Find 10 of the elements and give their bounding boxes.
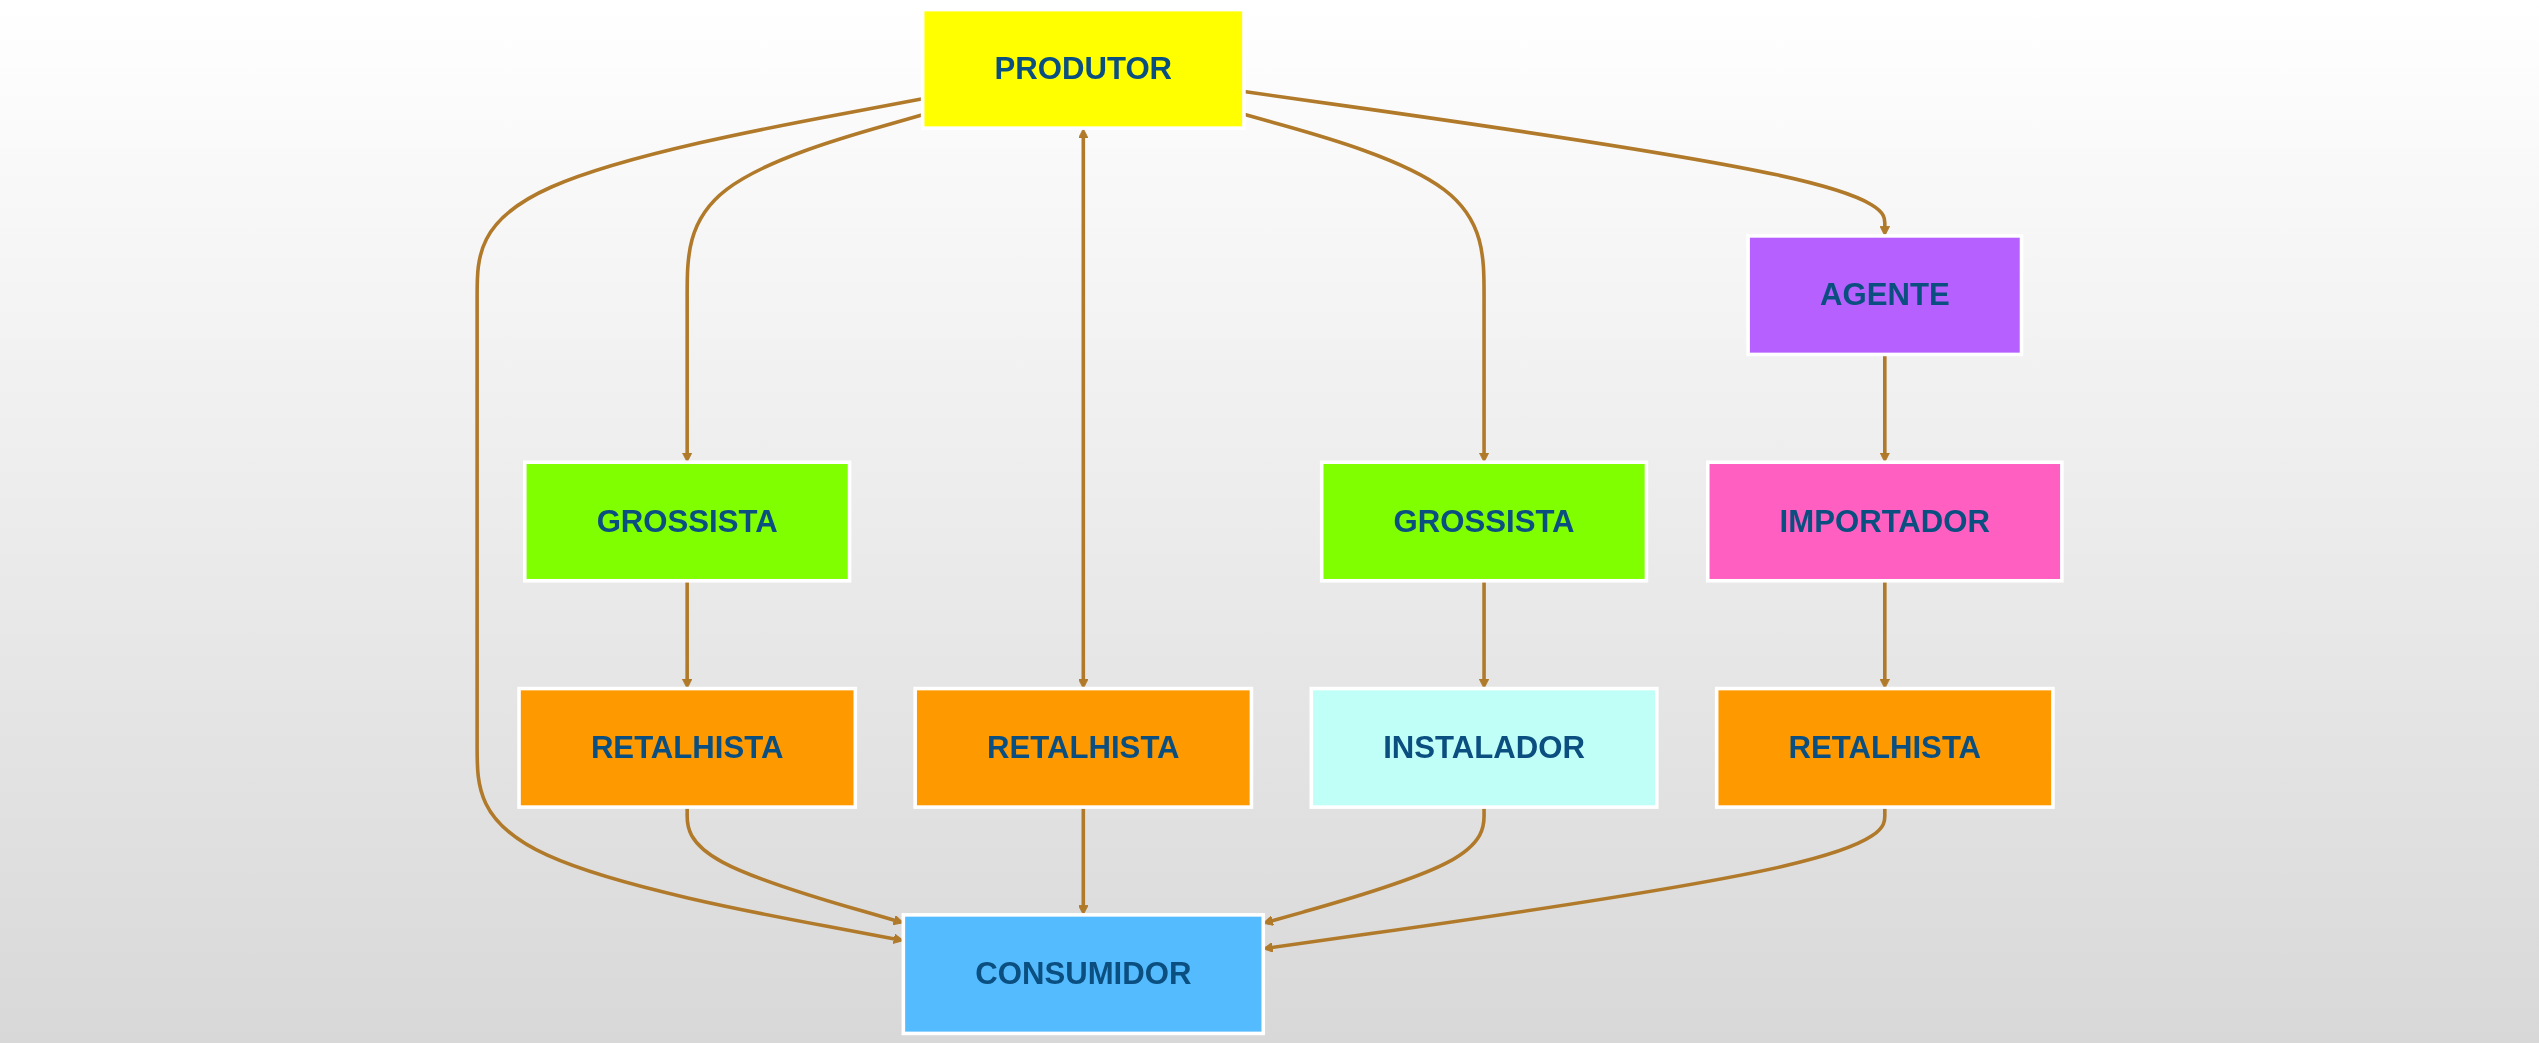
arrow bbox=[1879, 354, 1891, 463]
node-box: RETALHISTA bbox=[1714, 686, 2055, 809]
node-box: GROSSISTA bbox=[1319, 460, 1649, 583]
node-box: RETALHISTA bbox=[517, 686, 858, 809]
node-box: RETALHISTA bbox=[913, 686, 1254, 809]
node-box: IMPORTADOR bbox=[1705, 460, 2064, 583]
node-box: INSTALADOR bbox=[1309, 686, 1659, 809]
node-box: AGENTE bbox=[1746, 234, 2024, 357]
node-box: GROSSISTA bbox=[523, 460, 852, 583]
node-box: CONSUMIDOR bbox=[901, 913, 1266, 1036]
